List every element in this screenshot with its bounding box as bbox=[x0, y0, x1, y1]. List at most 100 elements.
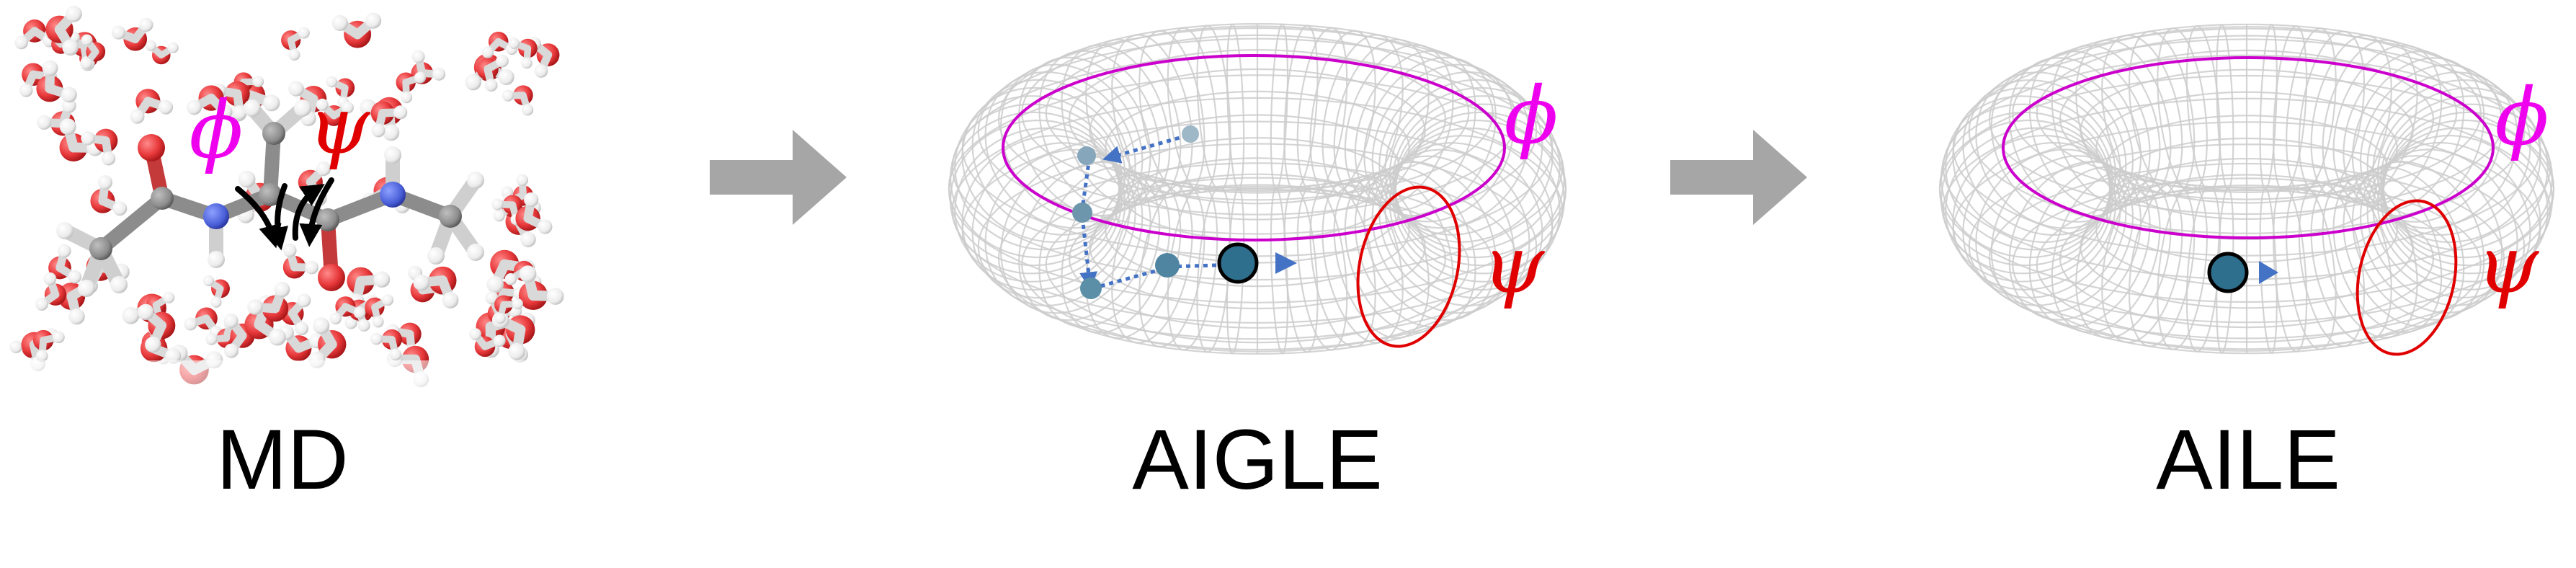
hydrogen-atom bbox=[81, 58, 93, 69]
hydrogen-atom bbox=[432, 67, 446, 81]
torus-meridian-line bbox=[1283, 25, 1319, 192]
hydrogen-atom bbox=[524, 192, 539, 208]
hydrogen-atom bbox=[295, 321, 309, 336]
carbon-atom bbox=[151, 187, 174, 210]
hydrogen-atom bbox=[263, 94, 280, 112]
torus-meridian-line bbox=[2051, 171, 2161, 334]
hydrogen-atom bbox=[139, 17, 153, 32]
torus-meridian-line bbox=[1344, 171, 1454, 334]
hydrogen-atom bbox=[223, 314, 239, 329]
hydrogen-atom bbox=[494, 312, 506, 324]
bond bbox=[94, 191, 169, 256]
trail-point bbox=[1072, 203, 1092, 223]
torus-meridian-line bbox=[1945, 127, 2113, 283]
hydrogen-atom bbox=[274, 281, 290, 298]
hydrogen-atom bbox=[217, 104, 233, 120]
hydrogen-atom bbox=[373, 271, 391, 288]
oxygen-atom bbox=[138, 134, 165, 161]
hydrogen-atom bbox=[130, 109, 145, 124]
hydrogen-atom bbox=[502, 89, 514, 102]
torus-meridian-line bbox=[1371, 63, 1515, 223]
hydrogen-atom bbox=[145, 336, 161, 353]
torus-meridian-line bbox=[1226, 23, 1245, 191]
nitrogen-atom bbox=[203, 203, 229, 229]
trail-point bbox=[1077, 146, 1096, 165]
torus-meridian-line bbox=[2101, 34, 2183, 199]
torus-meridian-line bbox=[2380, 127, 2549, 283]
hydrogen-atom bbox=[42, 60, 58, 76]
hydrogen-atom bbox=[66, 6, 82, 22]
torus-meridian-line bbox=[1363, 56, 1497, 217]
hydrogen-atom bbox=[238, 170, 256, 188]
hydrogen-atom bbox=[512, 298, 524, 310]
hydrogen-atom bbox=[159, 99, 174, 115]
torus-meridian-line bbox=[1111, 179, 1193, 344]
carbon-atom bbox=[262, 122, 285, 145]
torus-meridian-line bbox=[1061, 44, 1171, 207]
hydrogen-atom bbox=[288, 81, 304, 97]
trail-point bbox=[1182, 125, 1199, 143]
hydrogen-atom bbox=[232, 105, 247, 120]
hydrogen-atom bbox=[288, 48, 300, 61]
torus-meridian-line bbox=[2259, 24, 2278, 191]
torus-meridian-line bbox=[1952, 86, 2117, 244]
hydrogen-atom bbox=[112, 201, 128, 216]
hydrogen-atom bbox=[68, 270, 82, 284]
torus-meridian-line bbox=[1018, 161, 1151, 321]
hydrogen-atom bbox=[357, 319, 370, 332]
md-edge-fade bbox=[14, 360, 569, 389]
hydrogen-atom bbox=[508, 37, 520, 49]
aigle-velocity-arrow bbox=[1257, 252, 1297, 274]
hydrogen-atom bbox=[353, 306, 366, 319]
hydrogen-atom bbox=[210, 296, 222, 308]
torus-meridian-line bbox=[1378, 71, 1530, 229]
hydrogen-atom bbox=[344, 316, 357, 329]
torus-meridian-line bbox=[2075, 175, 2172, 339]
aigle-psi-ring bbox=[1356, 185, 1461, 348]
aile-phi-label: ϕ bbox=[2495, 71, 2549, 163]
hydrogen-atom bbox=[467, 172, 484, 189]
hydrogen-atom bbox=[498, 68, 514, 86]
torus-meridian-line bbox=[948, 111, 1120, 267]
hydrogen-atom bbox=[59, 118, 76, 136]
trail-point bbox=[1080, 278, 1102, 299]
torus-meridian-line bbox=[2322, 175, 2418, 339]
hydrogen-atom bbox=[519, 265, 537, 283]
hydrogen-atom bbox=[370, 332, 383, 345]
torus-meridian-line bbox=[2008, 57, 2142, 217]
hydrogen-atom bbox=[508, 342, 525, 360]
hydrogen-atom bbox=[78, 280, 95, 297]
hydrogen-atom bbox=[481, 46, 494, 58]
hydrogen-atom bbox=[411, 50, 425, 63]
aigle-panel: ϕ ψ AIGLE bbox=[948, 22, 1567, 507]
hydrogen-atom bbox=[202, 275, 215, 287]
torus-meridian-line bbox=[2381, 103, 2553, 259]
aile-psi-label: ψ bbox=[2477, 218, 2540, 311]
hydrogen-atom bbox=[61, 98, 76, 113]
torus-meridian-line bbox=[1389, 86, 1554, 243]
torus-meridian-line bbox=[1945, 95, 2113, 251]
md-molecular-snapshot bbox=[9, 6, 569, 389]
aigle-phi-label: ϕ bbox=[1505, 69, 1559, 161]
hydrogen-atom bbox=[401, 92, 413, 104]
torus-meridian-line bbox=[2372, 79, 2531, 236]
torus-meridian-line bbox=[2128, 30, 2196, 196]
hydrogen-atom bbox=[111, 25, 126, 40]
torus-meridian-line bbox=[1270, 23, 1289, 191]
torus-meridian-line bbox=[1333, 175, 1430, 340]
hydrogen-atom bbox=[393, 105, 408, 120]
hydrogen-atom bbox=[61, 86, 77, 103]
hydrogen-atom bbox=[372, 316, 384, 328]
md-panel: ϕ ψ MD bbox=[9, 6, 569, 507]
particle-marker-icon bbox=[1217, 242, 1259, 284]
hydrogen-atom bbox=[163, 291, 175, 303]
torus-meridian-line bbox=[2376, 134, 2541, 291]
hydrogen-atom bbox=[252, 76, 264, 88]
torus-meridian-line bbox=[2366, 71, 2518, 229]
torus-meridian-line bbox=[2343, 166, 2465, 327]
hydrogen-atom bbox=[138, 303, 154, 320]
hydrogen-atom bbox=[81, 34, 93, 46]
torus-meridian-line bbox=[2343, 50, 2465, 212]
hydrogen-atom bbox=[269, 328, 286, 346]
